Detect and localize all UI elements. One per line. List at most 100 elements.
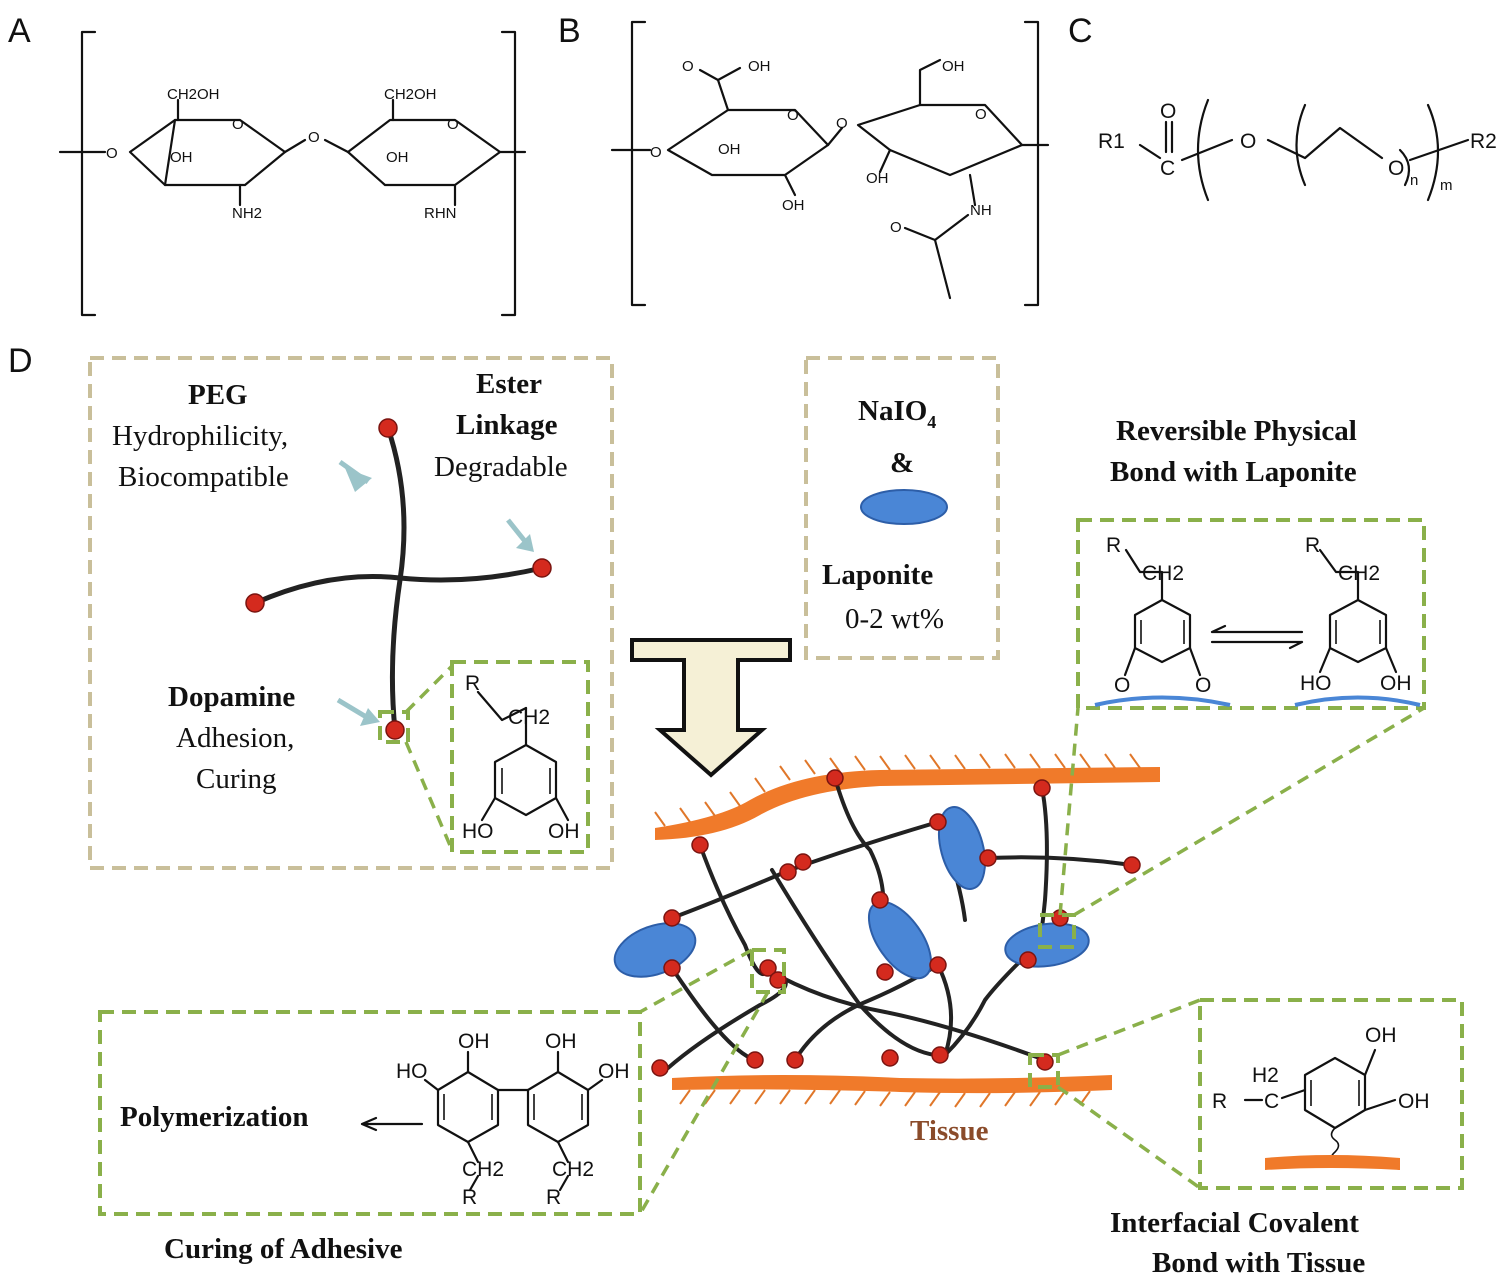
chem-label-interfacial: C [1264, 1090, 1279, 1113]
bracket-left-b [630, 20, 647, 307]
peg-title: PEG [188, 379, 248, 411]
dopamine-node [385, 720, 405, 740]
reversible-inset-box [1076, 518, 1426, 710]
chem-label-a: CH2OH [384, 86, 437, 103]
chem-label-a: O [106, 145, 118, 162]
ester-line2: Linkage [456, 409, 558, 441]
chem-label-curing: OH [598, 1060, 630, 1083]
dopamine-line2: Curing [196, 763, 277, 795]
chem-label-c: C [1160, 157, 1175, 180]
zoom-line [638, 991, 770, 1215]
bond-b [826, 126, 844, 147]
chem-label-interfacial: H2 [1252, 1064, 1279, 1087]
paren-c [1426, 103, 1440, 202]
pointer-arrow-icon [336, 697, 370, 721]
zoom-line [639, 948, 753, 1014]
bracket-right-a [500, 30, 517, 317]
chem-label-b: O [682, 58, 694, 75]
zoom-line [1058, 707, 1080, 916]
chem-label-interfacial: OH [1365, 1024, 1397, 1047]
chem-label-curing: HO [396, 1060, 428, 1083]
ring-a1 [128, 118, 287, 187]
laponite-disc [937, 806, 987, 890]
zoom-line [1073, 706, 1425, 917]
paren-c [1295, 103, 1307, 187]
chem-label-a: CH2OH [167, 86, 220, 103]
chem-label-reversible: CH2 [1142, 562, 1184, 585]
tissue-top [655, 767, 1160, 840]
interfacial-structure: OH OH R C H2 [1212, 1024, 1430, 1170]
zoom-line [404, 664, 454, 714]
paren-c [1398, 148, 1411, 187]
peg-structure-box [88, 356, 614, 870]
pointer-arrow-icon [360, 708, 380, 726]
panel-letter-d: D [8, 342, 33, 380]
reagent-box [804, 356, 1000, 660]
ampersand-label: & [890, 447, 914, 479]
chem-label-c: O [1160, 100, 1176, 123]
ester-node [532, 558, 552, 578]
bond-c [1138, 143, 1162, 160]
ester-node [245, 593, 265, 613]
pointer-arrow-icon [516, 534, 534, 552]
chem-label-b: NH [970, 202, 992, 219]
chem-label-a: RHN [424, 205, 457, 222]
chem-label-b: O [836, 115, 848, 132]
naio4-label: NaIO4 [858, 395, 936, 432]
reaction-arrow-icon [630, 638, 792, 778]
interfacial-zoom-marker [1028, 1053, 1060, 1089]
chem-label-a: OH [170, 149, 193, 166]
chem-label-curing: R [462, 1186, 477, 1209]
bond-a [283, 138, 307, 154]
chem-label-b: O [890, 219, 902, 236]
reversible-structure: R CH2 O O R CH2 HO OH [1094, 534, 1421, 707]
interfacial-line2: Bond with Tissue [1152, 1247, 1365, 1279]
bond-a [323, 138, 350, 154]
chem-label-reversible: R [1305, 534, 1320, 557]
chem-label-reversible: O [1195, 674, 1211, 697]
chem-label-interfacial: R [1212, 1090, 1227, 1113]
laponite-disc [613, 922, 697, 978]
chem-label-a: O [232, 116, 244, 133]
chem-label-reversible: CH2 [1338, 562, 1380, 585]
reversible-zoom-marker [1038, 913, 1076, 949]
dopamine-zoom-marker [378, 710, 410, 744]
zoom-line [404, 741, 454, 851]
chem-label-reversible: HO [1300, 672, 1332, 695]
bond-b [698, 68, 720, 82]
tissue-bottom [672, 1075, 1112, 1094]
zoom-line [1057, 998, 1201, 1057]
bracket-left-a [80, 30, 97, 317]
chem-label-curing: OH [458, 1030, 490, 1053]
bond-b [933, 213, 970, 300]
curing-structure: OH OH HO OH CH2 R CH2 R [396, 1030, 630, 1209]
interfacial-inset-box [1198, 998, 1464, 1190]
pointer-arrow-icon [338, 459, 370, 485]
chem-label-reversible: R [1106, 534, 1121, 557]
interfacial-line1: Interfacial Covalent [1110, 1207, 1359, 1239]
chem-label-curing: OH [545, 1030, 577, 1053]
reversible-line2: Bond with Laponite [1110, 456, 1357, 488]
chem-label-b: OH [866, 170, 889, 187]
chem-label-b: OH [748, 58, 771, 75]
ester-line3: Degradable [434, 451, 568, 483]
ester-line1: Ester [476, 368, 542, 400]
bond-c [1266, 126, 1384, 160]
curing-inset-box [98, 1010, 642, 1216]
bond-c [1180, 138, 1234, 162]
chem-label-a: OH [386, 149, 409, 166]
pointer-arrow-icon [335, 468, 372, 492]
bond-b [968, 173, 977, 207]
chem-label-b: O [975, 106, 987, 123]
chem-label-dopamine: CH2 [508, 706, 550, 729]
bond-b [716, 78, 730, 112]
ester-node [378, 418, 398, 438]
tissue-label: Tissue [910, 1115, 989, 1147]
bond-a [163, 118, 177, 187]
bond-b [783, 173, 797, 197]
bond-b [903, 226, 937, 242]
panel-letter-c: C [1068, 12, 1093, 50]
tissue-bottom-hatch [679, 1089, 1091, 1108]
chem-label-c: m [1440, 177, 1453, 194]
chem-label-b: OH [718, 141, 741, 158]
